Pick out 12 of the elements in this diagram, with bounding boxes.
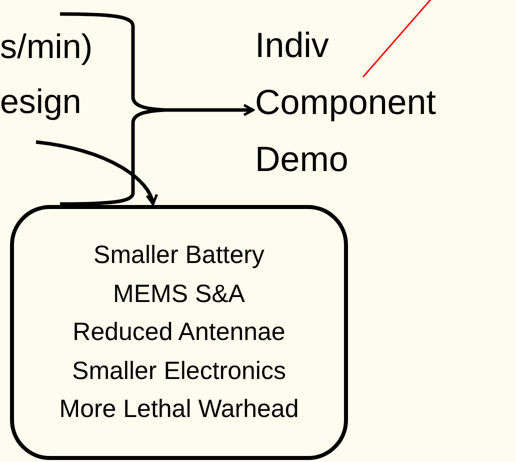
- list-item: Reduced Antennae: [72, 317, 286, 348]
- arrow: [36, 140, 157, 206]
- list-text: esign: [0, 82, 82, 122]
- list-text: s/min): [0, 27, 93, 67]
- arrow: [165, 104, 254, 116]
- list-item: More Lethal Warhead: [59, 394, 299, 426]
- list-item: Smaller Battery: [94, 240, 264, 272]
- list-item: Smaller Electronics: [72, 356, 286, 387]
- leader-line: [362, 0, 433, 78]
- target-label: Indiv Component Demo: [255, 25, 437, 181]
- rounded-box: [10, 205, 348, 460]
- list-item: MEMS S&A: [113, 278, 245, 310]
